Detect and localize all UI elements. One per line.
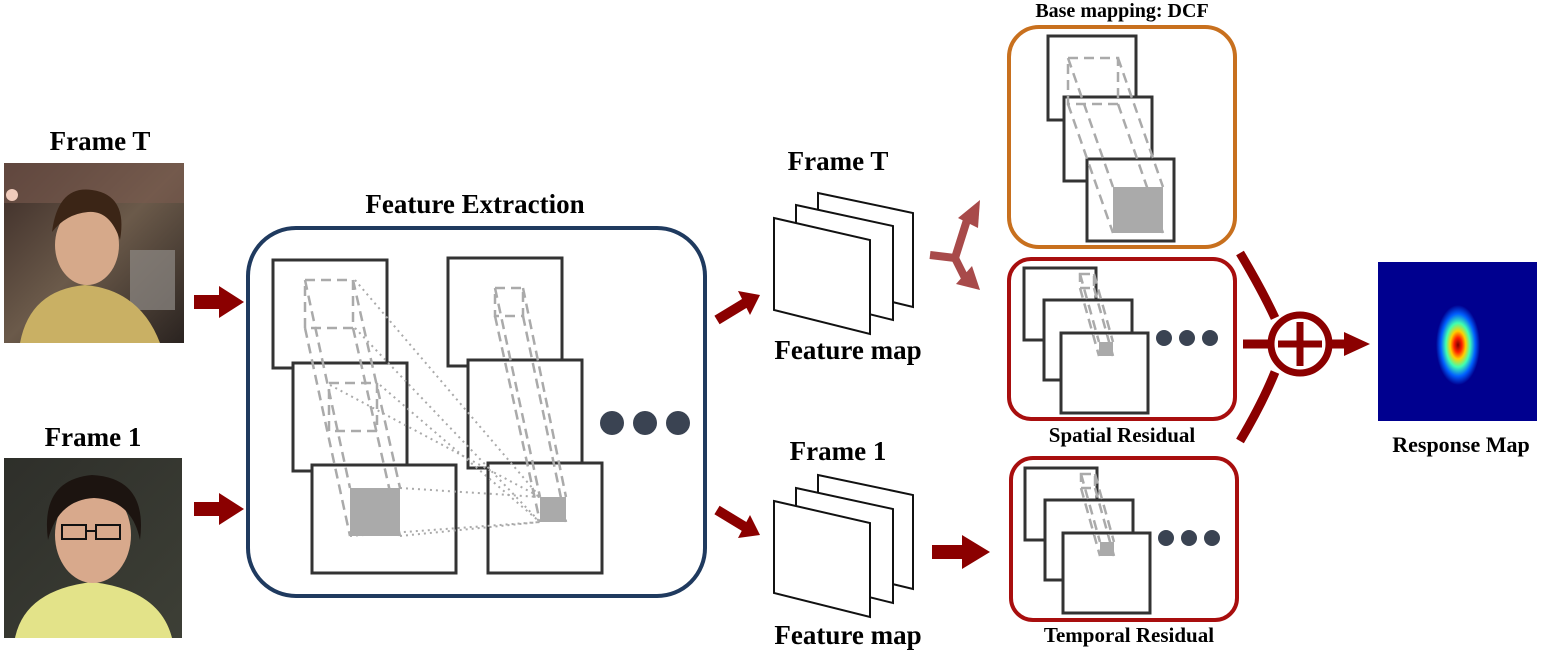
base-mapping-box [1007, 25, 1237, 249]
arrow-extraction-to-frame-t-features [714, 291, 760, 325]
cnn-layer-stack-left [271, 258, 458, 575]
arrow-to-temporal-residual [932, 535, 990, 569]
feature-extraction-box [246, 226, 707, 598]
feature-map-stack-bottom [773, 473, 914, 619]
continuation-dots-extraction [600, 411, 690, 435]
continuation-dots-spatial [1156, 330, 1218, 346]
arrow-frame-t-to-extraction [194, 286, 244, 318]
frame-t-input-label: Frame T [50, 126, 151, 156]
temporal-residual-layers [1023, 466, 1152, 615]
arrow-extraction-to-frame-1-features [714, 505, 760, 538]
base-mapping-label: Base mapping: DCF [1035, 0, 1208, 22]
temporal-residual-box [1009, 456, 1239, 622]
split-arrow [929, 200, 980, 290]
feature-map-bottom-label: Feature map [774, 620, 921, 650]
cnn-connection-lines [329, 279, 541, 537]
spatial-residual-label: Spatial Residual [1049, 423, 1196, 447]
base-mapping-layers [1046, 34, 1176, 243]
frame-1-photo [4, 458, 182, 638]
spatial-residual-layers [1022, 266, 1150, 415]
temporal-residual-label: Temporal Residual [1044, 623, 1214, 647]
cnn-layer-stack-right [446, 256, 604, 575]
frame-1-features-label: Frame 1 [790, 436, 887, 466]
sum-operator-icon [1267, 311, 1333, 377]
response-map-label: Response Map [1392, 432, 1530, 457]
feature-map-stack-top [773, 191, 914, 336]
feature-map-top-label: Feature map [774, 335, 921, 365]
frame-t-features-label: Frame T [788, 146, 889, 176]
feature-extraction-label: Feature Extraction [365, 189, 584, 219]
continuation-dots-temporal [1158, 530, 1220, 546]
merge-curves [1236, 250, 1280, 444]
arrow-frame-1-to-extraction [194, 493, 244, 525]
spatial-residual-box [1007, 257, 1237, 421]
response-map-heatmap [1378, 262, 1537, 421]
frame-t-photo [4, 163, 184, 343]
arrow-sum-to-response [1330, 332, 1370, 356]
frame-1-input-label: Frame 1 [45, 422, 142, 452]
